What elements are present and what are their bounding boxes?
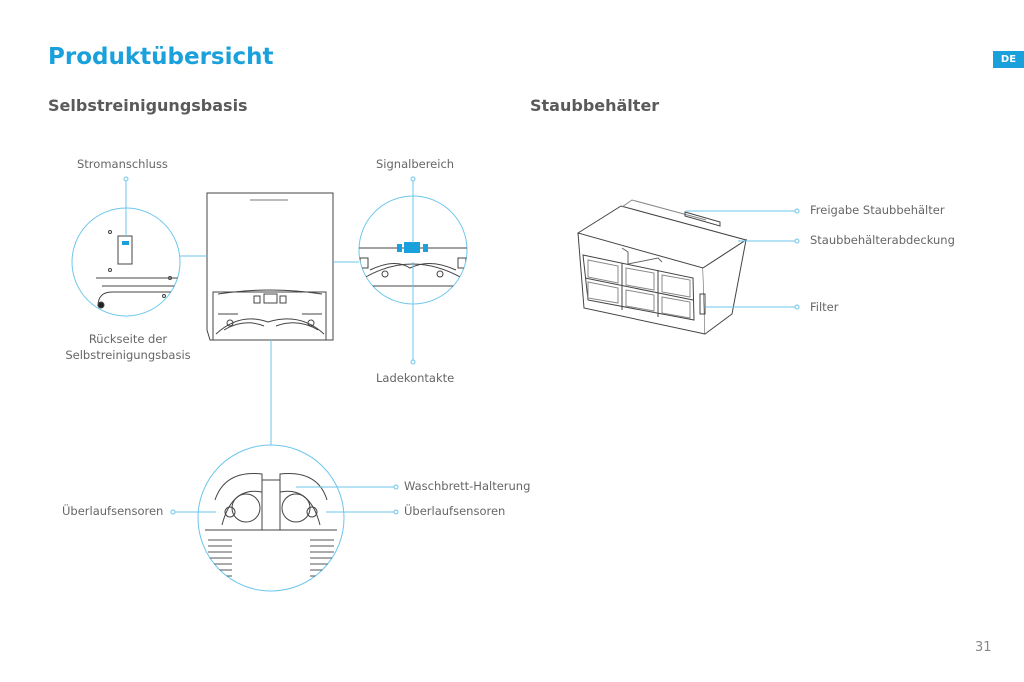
section-title-base: Selbstreinigungsbasis (48, 96, 248, 115)
signal-inset (333, 176, 468, 365)
label-signal-area: Signalbereich (376, 157, 455, 171)
section-title-dustbin: Staubbehälter (530, 96, 660, 115)
language-badge: DE (993, 51, 1024, 68)
dustbin-drawing (576, 199, 748, 335)
page-number: 31 (975, 640, 992, 655)
dustbin-callouts (686, 208, 800, 310)
label-rear-side: Rückseite der Selbstreinigungsbasis (65, 332, 191, 362)
label-washboard-holder: Waschbrett-Halterung (404, 479, 531, 493)
label-overflow-sensors-left: Überlaufsensoren (62, 504, 164, 518)
label-overflow-sensors-right: Überlaufsensoren (404, 504, 506, 518)
label-dustbin-release: Freigabe Staubbehälter (810, 203, 945, 217)
page-title: Produktübersicht (48, 44, 274, 70)
label-power-port: Stromanschluss (77, 157, 168, 171)
bottom-inset (170, 340, 399, 592)
rear-inset (71, 176, 207, 317)
label-charging-contacts: Ladekontakte (376, 371, 455, 385)
base-station-drawing (206, 192, 334, 341)
label-dustbin-cover: Staubbehälterabdeckung (810, 233, 955, 247)
label-filter: Filter (810, 300, 839, 314)
